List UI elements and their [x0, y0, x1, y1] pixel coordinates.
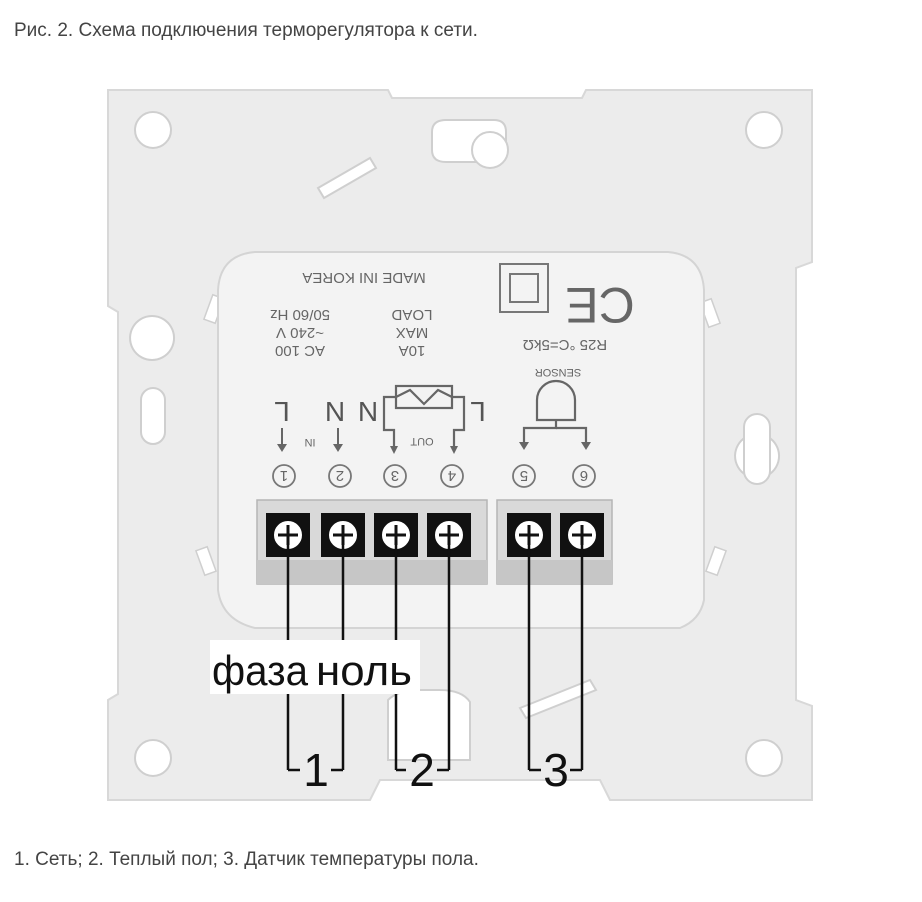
resistance-label: R25 °C=5kΩ [523, 336, 607, 353]
spec-out-line-2: MAX [396, 324, 429, 341]
slot-right [743, 413, 771, 485]
class-ii-symbol-inner [509, 273, 539, 303]
terminal-number-2: 2 [336, 467, 344, 484]
terminal-number-1: 1 [280, 467, 288, 484]
out-arrow-3 [390, 446, 398, 454]
figure-caption: 1. Сеть; 2. Теплый пол; 3. Датчик темпер… [14, 849, 479, 870]
terminal-number-5-ring [512, 464, 536, 488]
frame-tab-top [316, 156, 378, 200]
phase-label: фаза [212, 647, 309, 694]
mount-hole-bottom-left [134, 739, 172, 777]
spec-in-line-3: 50/60 Hz [270, 306, 330, 323]
terminal-number-4-ring [440, 464, 464, 488]
terminal-number-3: 3 [391, 467, 399, 484]
terminal-number-2-ring [328, 464, 352, 488]
sensor-symbol [522, 379, 588, 444]
mount-hole-top-right [745, 111, 783, 149]
terminal-number-6: 6 [580, 467, 588, 484]
group-label-1: 1 [303, 744, 329, 796]
in-arrow-1 [277, 444, 287, 452]
mount-hole-top-left [134, 111, 172, 149]
terminal-number-4: 4 [448, 467, 456, 484]
out-arrow-4 [450, 446, 458, 454]
spec-in-line-1: AC 100 [275, 342, 325, 359]
frame-notch-3 [194, 545, 218, 577]
heater-symbol [382, 384, 466, 446]
phase-neutral-label-bg [210, 640, 420, 694]
sensor-arrow-6 [581, 442, 591, 450]
sensor-label: SENSOR [535, 366, 582, 378]
terminal-number-3-ring [383, 464, 407, 488]
out-label: OUT [410, 435, 434, 447]
in-label: IN [304, 436, 315, 448]
term-letter-l-in: L [274, 396, 290, 427]
spec-out-line-3: LOAD [391, 306, 432, 323]
spec-in-line-2: ~240 V [276, 324, 324, 341]
figure-title: Рис. 2. Схема подключения терморегулятор… [14, 20, 478, 41]
terminal-number-6-ring [572, 464, 596, 488]
terminal-number-1-ring [272, 464, 296, 488]
mount-hole-bottom-right [745, 739, 783, 777]
sensor-arrow-5 [519, 442, 529, 450]
class-ii-symbol-outer [499, 263, 549, 313]
term-letter-n-in: N [325, 396, 345, 427]
in-arrows [281, 428, 339, 446]
keyhole-left [129, 315, 176, 361]
ce-mark: CE [565, 277, 634, 333]
term-letter-n-out: N [358, 396, 378, 427]
in-arrow-2 [333, 444, 343, 452]
made-in-label: MADE INI KOREA [302, 269, 425, 286]
term-letter-l-out: L [470, 396, 486, 427]
group-label-3: 3 [543, 744, 569, 796]
top-hole [471, 131, 509, 169]
spec-out-line-1: 10A [399, 342, 426, 359]
slot-left [140, 387, 166, 445]
group-label-2: 2 [409, 744, 435, 796]
neutral-label: ноль [316, 647, 412, 694]
terminal-number-5: 5 [520, 467, 528, 484]
frame-notch-4 [704, 545, 728, 577]
frame-tab-bottom [518, 678, 598, 720]
